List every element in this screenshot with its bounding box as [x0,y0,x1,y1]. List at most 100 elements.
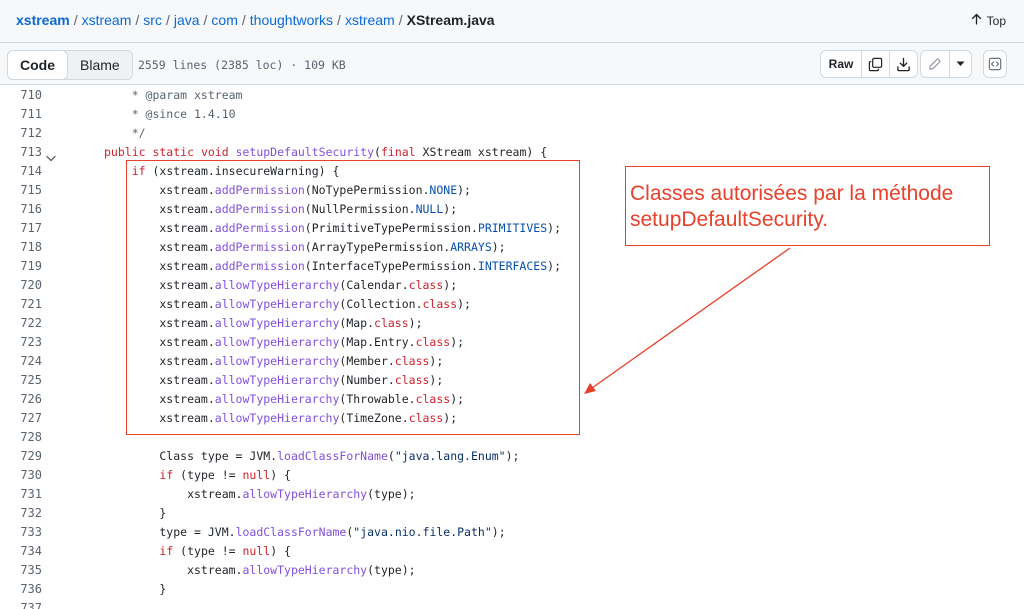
code-line: 729 Class type = JVM.loadClassForName("j… [0,447,1024,466]
code-token: void [200,145,236,159]
code-token: (NullPermission. [304,202,416,216]
breadcrumb-path-link[interactable]: java [173,12,200,28]
code-line: 713 public static void setupDefaultSecuri… [0,143,1024,162]
code-line: 712 */ [0,124,1024,143]
breadcrumb-separator: / [165,12,170,28]
breadcrumb-path-link[interactable]: src [143,12,162,28]
code-token: allowTypeHierarchy [214,392,340,406]
line-number[interactable]: 729 [20,449,42,463]
code-line: 715 xstream.addPermission(NoTypePermissi… [0,181,1024,200]
code-line: 731 xstream.allowTypeHierarchy(type); [0,485,1024,504]
code-token: (Collection. [339,297,423,311]
line-number[interactable]: 733 [20,525,42,539]
line-source: public static void setupDefaultSecurity(… [104,143,547,162]
download-raw-button[interactable] [889,51,917,77]
line-source: if (xstream.insecureWarning) { [104,162,340,181]
code-token: "java.nio.file.Path" [353,525,492,539]
tab-blame[interactable]: Blame [80,57,120,73]
code-token: (type != [180,468,243,482]
code-token: (Member. [339,354,395,368]
breadcrumb-path-link[interactable]: thoughtworks [249,12,334,28]
line-number[interactable]: 726 [20,392,42,406]
line-number[interactable]: 725 [20,373,42,387]
line-number[interactable]: 713 [20,145,42,159]
code-token: xstream. [104,221,215,235]
code-token: xstream. [104,563,243,577]
line-number[interactable]: 717 [20,221,42,235]
breadcrumb-repo-link[interactable]: xstream [16,12,70,28]
line-number[interactable]: 723 [20,335,42,349]
copy-raw-button[interactable] [861,51,889,77]
line-number[interactable]: 720 [20,278,42,292]
line-number[interactable]: 716 [20,202,42,216]
code-token: ( [387,449,395,463]
code-token: } [104,582,167,596]
code-line: 737 [0,599,1024,609]
edit-file-button[interactable] [921,51,949,77]
line-number[interactable]: 730 [20,468,42,482]
code-token: addPermission [214,221,305,235]
breadcrumb-separator: / [241,12,246,28]
code-token: Class type = JVM. [104,449,278,463]
code-line: 714 if (xstream.insecureWarning) { [0,162,1024,181]
back-to-top-link[interactable]: Top [971,13,1006,28]
code-line: 710 * @param xstream [0,86,1024,105]
code-token: allowTypeHierarchy [214,373,340,387]
line-number[interactable]: 731 [20,487,42,501]
code-token: loadClassForName [235,525,347,539]
line-source: xstream.allowTypeHierarchy(type); [104,485,416,504]
code-token: class [394,354,430,368]
line-number[interactable]: 721 [20,297,42,311]
code-token: if [131,164,153,178]
code-token: PRIMITIVES [477,221,548,235]
line-number[interactable]: 711 [20,107,42,121]
line-number[interactable]: 715 [20,183,42,197]
symbols-button[interactable] [984,51,1006,77]
line-number[interactable]: 719 [20,259,42,273]
breadcrumb-path-link[interactable]: xstream [81,12,132,28]
line-number[interactable]: 724 [20,354,42,368]
line-number[interactable]: 732 [20,506,42,520]
code-token: (Map.Entry. [339,335,416,349]
edit-options-dropdown[interactable] [949,51,971,77]
code-token: ); [443,202,458,216]
code-token: (type); [367,563,416,577]
code-token: } [104,506,167,520]
code-line: 724 xstream.allowTypeHierarchy(Member.cl… [0,352,1024,371]
code-token: xstream. [104,392,215,406]
pencil-icon [928,57,942,71]
breadcrumb-path-link[interactable]: xstream [344,12,395,28]
raw-actions-group: Raw [820,50,918,78]
code-token: class [415,335,451,349]
line-number[interactable]: 737 [20,601,42,609]
code-token [104,164,132,178]
line-source: xstream.allowTypeHierarchy(Map.class); [104,314,422,333]
code-token: ); [505,449,520,463]
line-source: xstream.allowTypeHierarchy(Map.Entry.cla… [104,333,464,352]
line-source: xstream.addPermission(ArrayTypePermissio… [104,238,505,257]
breadcrumb-current-file: XStream.java [406,12,495,28]
triangle-down-icon [956,61,965,67]
line-number[interactable]: 735 [20,563,42,577]
line-number[interactable]: 727 [20,411,42,425]
line-number[interactable]: 714 [20,164,42,178]
line-number[interactable]: 712 [20,126,42,140]
raw-button[interactable]: Raw [828,57,854,71]
line-number[interactable]: 710 [20,88,42,102]
line-number[interactable]: 728 [20,430,42,444]
code-token: (xstream.insecureWarning) { [152,164,340,178]
code-token: (InterfaceTypePermission. [304,259,478,273]
code-token: xstream. [104,240,215,254]
line-number[interactable]: 722 [20,316,42,330]
symbols-panel-toggle[interactable] [983,50,1007,78]
code-token: ( [374,145,381,159]
breadcrumb-path-link[interactable]: com [211,12,238,28]
tab-code[interactable]: Code [7,50,68,80]
chevron-down-icon[interactable] [46,149,56,167]
code-line: 733 type = JVM.loadClassForName("java.ni… [0,523,1024,542]
code-square-icon [988,57,1002,71]
line-number[interactable]: 734 [20,544,42,558]
line-number[interactable]: 736 [20,582,42,596]
line-number[interactable]: 718 [20,240,42,254]
code-token: final [380,145,423,159]
